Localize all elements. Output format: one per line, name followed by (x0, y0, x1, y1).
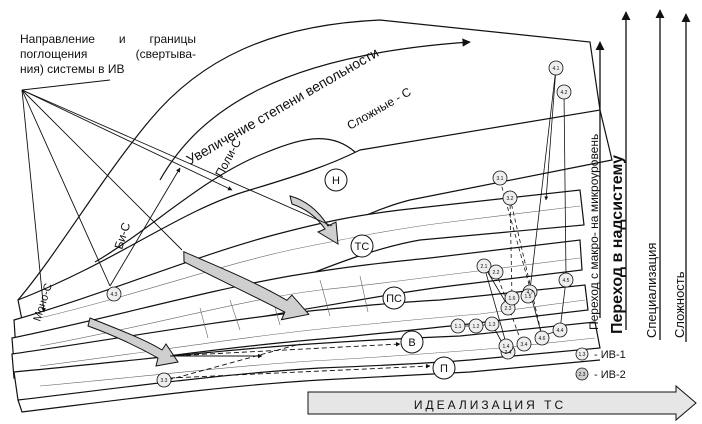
layer-ps-label: ПС (386, 293, 402, 305)
node-1-6 (504, 290, 520, 306)
layer-markers (324, 168, 456, 380)
node-3-1-label: 3.1 (497, 176, 504, 182)
node-2-4-label: 2.4 (505, 350, 512, 356)
arrow-to-v (87, 317, 179, 367)
note-line-1: Направление и границы (20, 32, 196, 46)
complexity-label: Сложность (672, 271, 687, 338)
legend-node-iv2 (575, 367, 589, 381)
layer-marker-labels: Н ТС ПС В П (332, 175, 448, 375)
dashed-transitions (167, 341, 431, 381)
node-1-5 (520, 288, 536, 304)
node-1-3-label: 1.3 (489, 322, 496, 328)
node-4-7-label: 4.7 (527, 290, 534, 296)
node-3-4 (516, 336, 532, 352)
node-4-3-label: 4.3 (111, 292, 118, 298)
absorption-note: Направление и границы поглощения (сверты… (20, 32, 196, 77)
node-4-1 (548, 60, 564, 76)
layer-p-label: П (440, 363, 448, 375)
node-4-4 (552, 322, 568, 338)
node-1-5-label: 1.5 (525, 294, 532, 300)
note-line-3: ния) системы в ИВ (20, 62, 125, 76)
slab-texture (39, 205, 596, 387)
vepolnost-arc (159, 38, 471, 181)
idealization-arrow (307, 384, 697, 422)
node-3-3 (156, 372, 172, 388)
node-4-2 (556, 84, 572, 100)
node-4-5 (558, 272, 574, 288)
node-4-2-label: 4.2 (561, 90, 568, 96)
layer-n-ridge (94, 138, 356, 263)
node-4-5-label: 4.5 (563, 278, 570, 284)
node-4-6 (534, 330, 550, 346)
layer-ps-marker (382, 286, 406, 310)
layer-v-marker (400, 330, 424, 354)
layer-v-label: В (408, 337, 415, 349)
numbered-nodes (106, 60, 574, 388)
legend-iv2-text: - ИВ-2 (594, 369, 626, 381)
node-2-1-label: 2.1 (481, 264, 488, 270)
node-3-4-label: 3.4 (521, 342, 528, 348)
node-3-2-label: 3.2 (507, 196, 514, 202)
layer-n-label: Н (332, 175, 340, 187)
node-1-1 (450, 318, 466, 334)
macro-micro-label: Переход с макро- на микроуровень (587, 134, 601, 330)
layer-p-marker (432, 356, 456, 380)
supersystem-label: Переход в надсистему (609, 155, 626, 334)
legend-node-iv2-label: 2.3 (579, 372, 586, 378)
node-3-3-label: 3.3 (161, 378, 168, 384)
specialization-label: Специализация (644, 243, 659, 338)
layer-n-marker (324, 168, 348, 192)
layer-ts-marker (350, 234, 374, 258)
node-1-2 (468, 318, 484, 334)
node-2-1 (476, 258, 492, 274)
arrow-n-ts (289, 195, 339, 245)
node-1-4-label: 1.4 (503, 344, 510, 350)
layer-ts-label: ТС (355, 241, 370, 253)
node-3-2 (502, 190, 518, 206)
legend-node-iv1-label: 1.3 (579, 352, 586, 358)
layer-base (17, 359, 601, 413)
numbered-node-labels: 4.1 4.2 4.3 4.4 4.5 4.6 4.7 3.1 3.2 3.3 … (111, 66, 570, 384)
node-3-1 (492, 170, 508, 186)
node-2-2 (488, 264, 504, 280)
note-pointer-lines (21, 79, 333, 313)
node-1-3 (484, 316, 500, 332)
transition-arrows (87, 195, 339, 367)
node-1-6-label: 1.6 (509, 296, 516, 302)
idealization-label: ИДЕАЛИЗАЦИЯ ТС (414, 398, 566, 412)
note-line-2: поглощения (свертыва- (20, 47, 196, 61)
arrow-to-ps (183, 250, 310, 321)
node-4-1-label: 4.1 (553, 66, 560, 72)
node-4-6-label: 4.6 (539, 336, 546, 342)
layer-n-top (17, 19, 601, 301)
node-1-4 (498, 338, 514, 354)
stage-complex-label: Сложные - С (345, 84, 414, 132)
legend: 1.3 - ИВ-1 2.3 - ИВ-2 (575, 347, 626, 381)
node-1-2-label: 1.2 (473, 324, 480, 330)
legend-iv1-text: - ИВ-1 (594, 349, 626, 361)
node-4-4-label: 4.4 (557, 328, 564, 334)
right-vertical-arrows (595, 9, 691, 342)
node-2-3-label: 2.3 (505, 306, 512, 312)
node-4-3 (106, 286, 122, 302)
node-2-2-label: 2.2 (493, 270, 500, 276)
node-1-1-label: 1.1 (455, 324, 462, 330)
legend-node-iv1 (575, 347, 589, 361)
